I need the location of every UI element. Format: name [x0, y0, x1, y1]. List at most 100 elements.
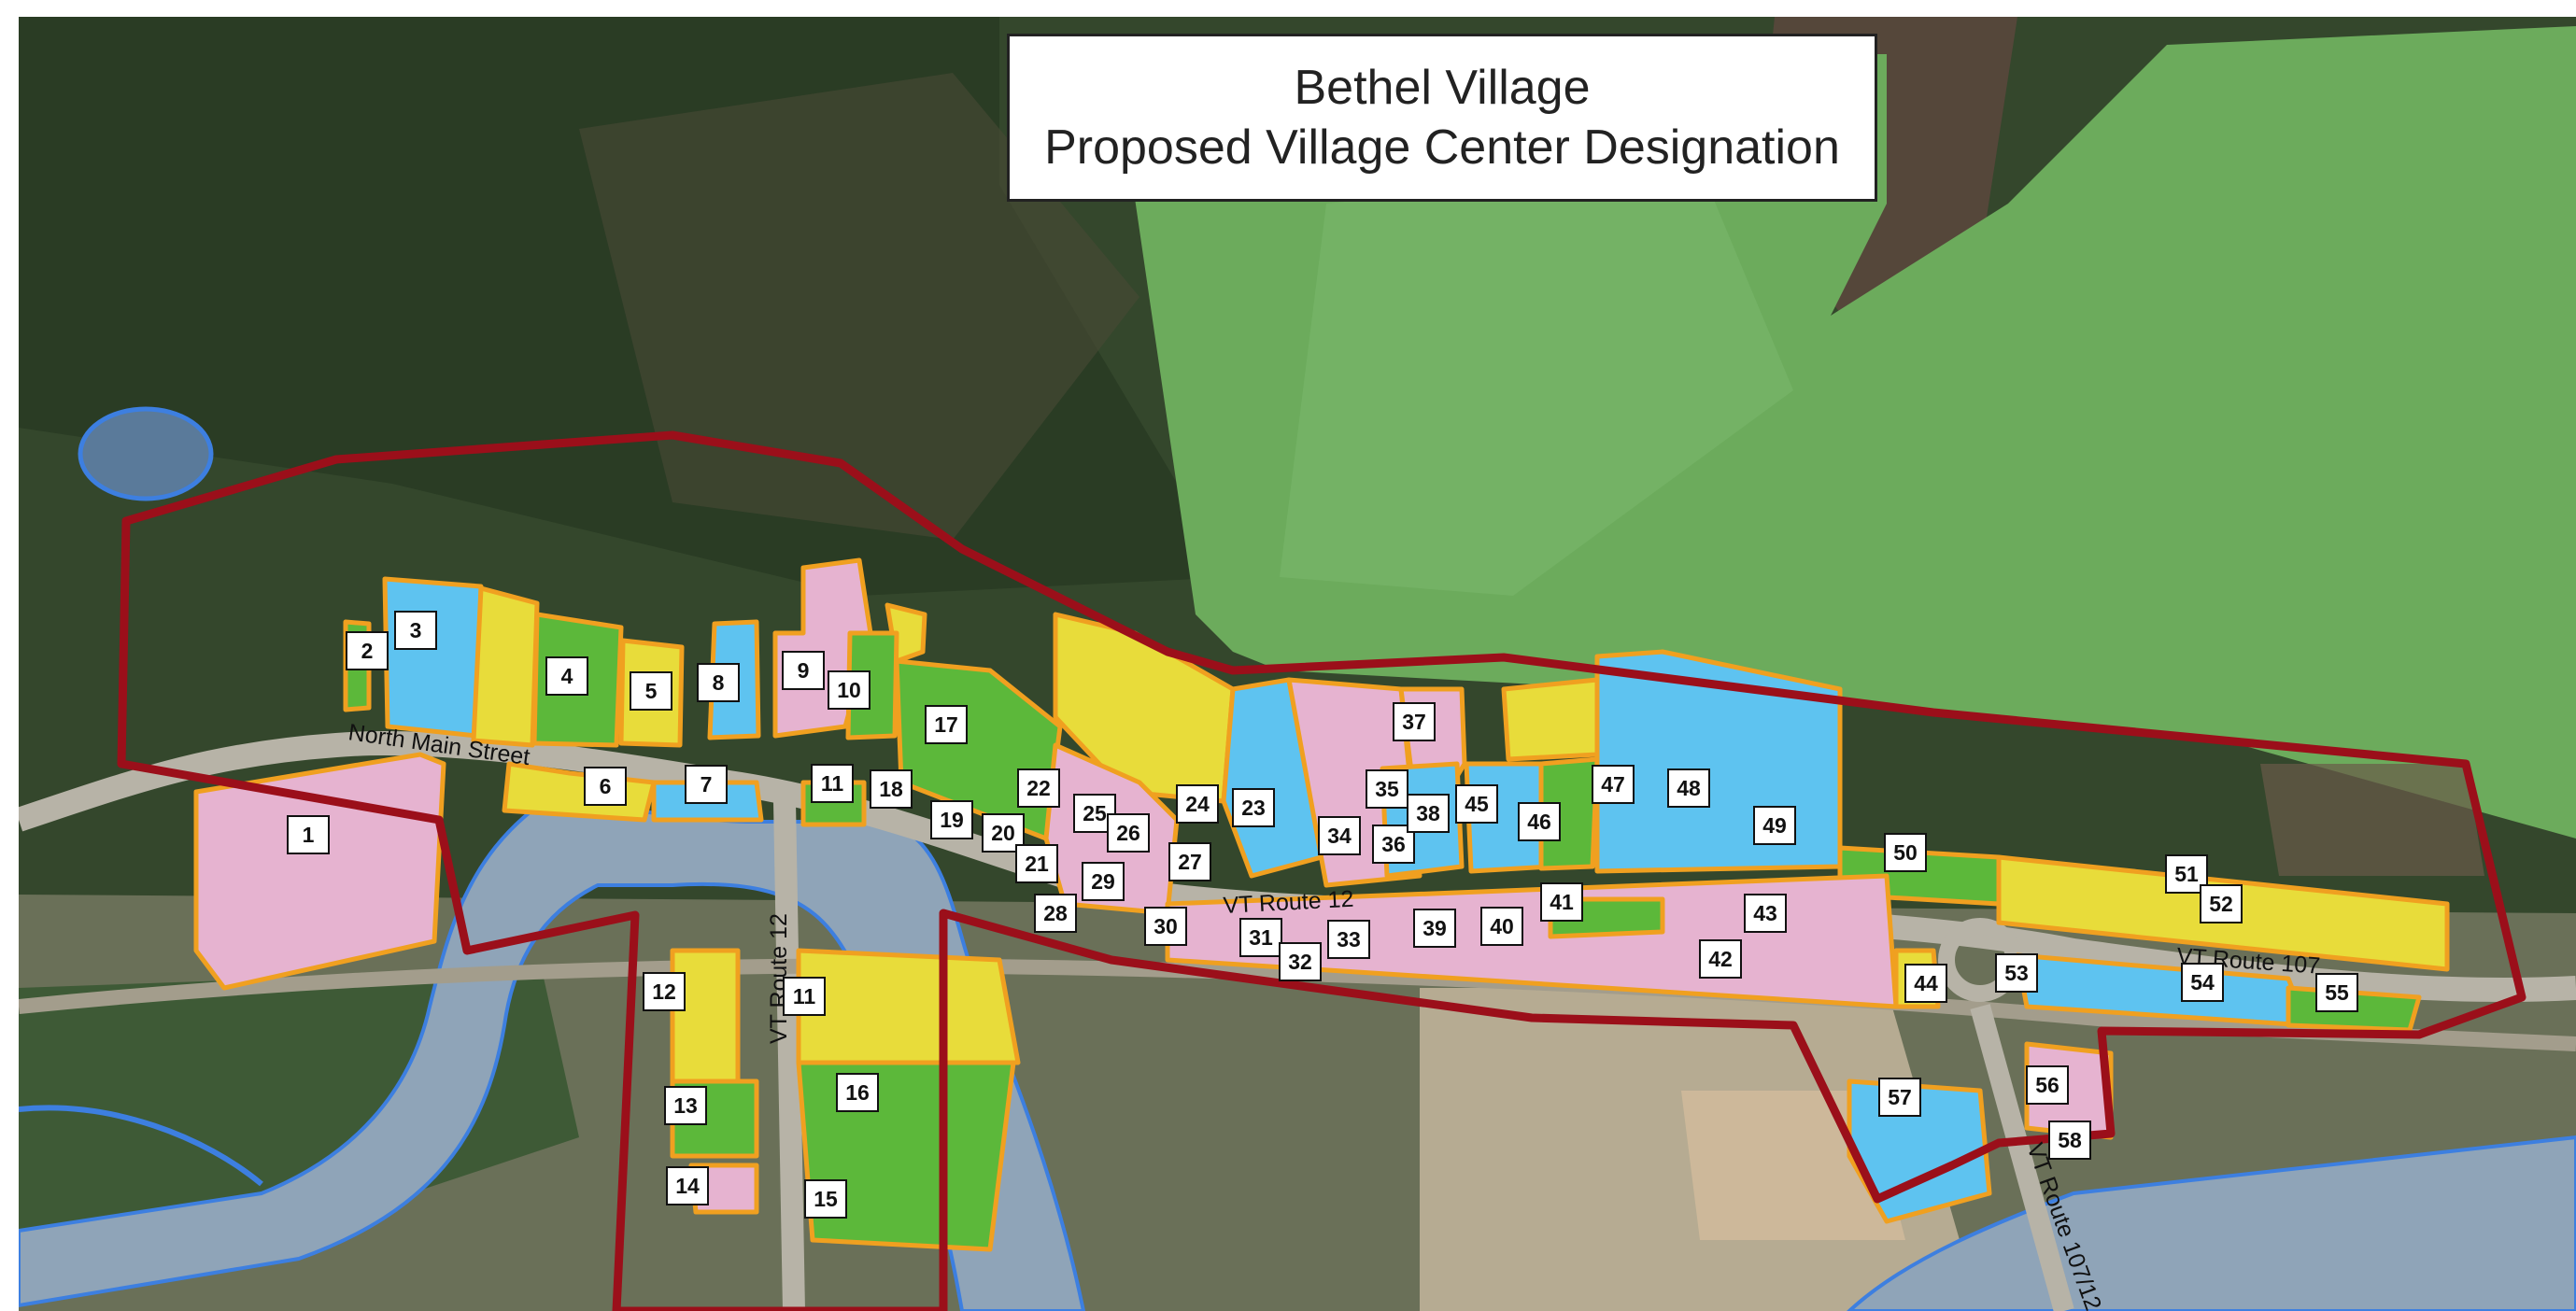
parcel-number-box	[1455, 784, 1498, 824]
parcel-number-box	[287, 815, 330, 854]
parcel-number-label[interactable]: 16	[836, 1073, 879, 1112]
parcel-3[interactable]	[382, 576, 484, 739]
parcel-number-box	[930, 800, 973, 839]
parcel-number-label[interactable]: 24	[1176, 784, 1219, 824]
parcel-11b[interactable]	[796, 948, 1021, 1065]
parcel-number-label[interactable]: 56	[2026, 1065, 2069, 1105]
parcel-number-label[interactable]: 43	[1744, 894, 1787, 933]
parcel-number-box	[1699, 939, 1742, 979]
parcel-number-label[interactable]: 40	[1480, 907, 1523, 946]
parcel-number-label[interactable]: 12	[643, 972, 686, 1011]
parcel-number-label[interactable]: 3	[394, 611, 437, 650]
parcel-number-box	[1518, 802, 1561, 841]
parcel-number-text: 9	[798, 658, 810, 683]
parcel-number-label[interactable]: 19	[930, 800, 973, 839]
parcel-number-text: 54	[2190, 970, 2215, 994]
parcel-16[interactable]	[796, 1060, 1016, 1252]
parcel-number-box	[664, 1086, 707, 1125]
parcel-number-label[interactable]: 7	[685, 765, 728, 804]
parcel-number-box	[2315, 973, 2358, 1012]
parcel-number-label[interactable]: 51	[2165, 854, 2208, 894]
parcel-number-label[interactable]: 34	[1318, 816, 1361, 855]
parcel-number-box	[1015, 844, 1058, 883]
parcel-number-label[interactable]: 5	[630, 671, 672, 711]
parcel-number-label[interactable]: 52	[2200, 884, 2243, 923]
parcel-number-text: 2	[361, 639, 374, 663]
parcel-number-box	[666, 1166, 709, 1205]
village-center-boundary[interactable]	[117, 430, 2526, 1311]
parcel-number-label[interactable]: 23	[1232, 788, 1275, 827]
parcel-number-label[interactable]: 30	[1144, 907, 1187, 946]
parcel-number-label[interactable]: 6	[584, 767, 627, 806]
parcel-number-label[interactable]: 53	[1995, 953, 2038, 993]
parcel-number-label[interactable]: 20	[982, 813, 1025, 853]
parcel-number-label[interactable]: 4	[545, 656, 588, 696]
parcel-number-text: 51	[2174, 862, 2199, 886]
parcel-number-label[interactable]: 46	[1518, 802, 1561, 841]
parcel-number-text: 11	[793, 984, 816, 1008]
parcel-number-label[interactable]: 22	[1017, 768, 1060, 808]
parcel-number-text: 24	[1185, 792, 1210, 816]
parcel-number-label[interactable]: 55	[2315, 973, 2358, 1012]
parcel-number-label[interactable]: 47	[1592, 765, 1635, 804]
parcel-12[interactable]	[670, 948, 741, 1084]
parcel-number-text: 4	[561, 664, 573, 688]
parcel-number-label[interactable]: 45	[1455, 784, 1498, 824]
parcel-number-label[interactable]: 29	[1082, 862, 1125, 901]
parcel-number-box	[1144, 907, 1187, 946]
parcel-number-label[interactable]: 44	[1904, 964, 1947, 1003]
parcel-number-label[interactable]: 49	[1753, 806, 1796, 845]
parcel-number-label[interactable]: 35	[1366, 769, 1408, 809]
parcel-number-label[interactable]: 58	[2048, 1121, 2091, 1160]
parcel-number-label[interactable]: 50	[1884, 833, 1927, 872]
parcel-number-box	[1413, 909, 1456, 948]
parcel-number-box	[811, 764, 854, 803]
parcel-number-box	[1239, 918, 1282, 957]
parcel-number-label[interactable]: 1	[287, 815, 330, 854]
parcel-number-label[interactable]: 18	[870, 769, 913, 809]
parcel-number-label[interactable]: 11	[811, 764, 854, 803]
parcel-number-label[interactable]: 27	[1168, 842, 1211, 881]
woodland-brown	[579, 73, 1139, 540]
parcel-number-label[interactable]: 14	[666, 1166, 709, 1205]
parcel-number-label[interactable]: 2	[346, 631, 389, 670]
parcel-number-label[interactable]: 8	[697, 663, 740, 702]
parcel-number-label[interactable]: 13	[664, 1086, 707, 1125]
field-highlight	[1280, 166, 1793, 596]
parcel-number-label[interactable]: 37	[1393, 702, 1436, 741]
map-frame[interactable]: North Main Street VT Route 12 VT Route 1…	[19, 17, 2576, 1311]
parcel-number-box	[1878, 1078, 1921, 1117]
parcel-number-label[interactable]: 26	[1107, 813, 1150, 853]
parcel-number-label[interactable]: 21	[1015, 844, 1058, 883]
parcel-number-text: 34	[1327, 824, 1352, 848]
aerial-map[interactable]: North Main Street VT Route 12 VT Route 1…	[19, 17, 2576, 1311]
parcel-number-box	[1753, 806, 1796, 845]
parcel-number-label[interactable]: 17	[925, 705, 968, 744]
parcel-number-label[interactable]: 11	[783, 977, 826, 1016]
parcel-number-label[interactable]: 28	[1034, 894, 1077, 933]
parcel-number-label[interactable]: 32	[1279, 942, 1322, 981]
parcel-number-text: 30	[1154, 914, 1178, 938]
parcel-number-label[interactable]: 15	[804, 1179, 847, 1219]
parcel-number-label[interactable]: 39	[1413, 909, 1456, 948]
parcel-number-text: 5	[645, 679, 658, 703]
parcel-number-text: 14	[675, 1174, 700, 1198]
parcel-number-label[interactable]: 57	[1878, 1078, 1921, 1117]
parcel-3b[interactable]	[471, 585, 540, 748]
parcel-number-box	[2181, 963, 2224, 1002]
parcel-number-label[interactable]: 10	[828, 670, 870, 710]
parcel-number-label[interactable]: 33	[1327, 920, 1370, 959]
parcel-number-label[interactable]: 31	[1239, 918, 1282, 957]
parcel-number-label[interactable]: 42	[1699, 939, 1742, 979]
parcel-number-text: 57	[1888, 1085, 1912, 1109]
parcel-number-label[interactable]: 38	[1407, 794, 1450, 833]
parcel-number-text: 20	[991, 821, 1015, 845]
parcel-number-label[interactable]: 9	[782, 651, 825, 690]
parcel-number-label[interactable]: 48	[1667, 768, 1710, 808]
parcel-number-label[interactable]: 54	[2181, 963, 2224, 1002]
parcel-number-box	[1667, 768, 1710, 808]
parcel-number-label[interactable]: 41	[1540, 882, 1583, 922]
parcel-number-box	[697, 663, 740, 702]
parcel-44a[interactable]	[1501, 677, 1600, 762]
